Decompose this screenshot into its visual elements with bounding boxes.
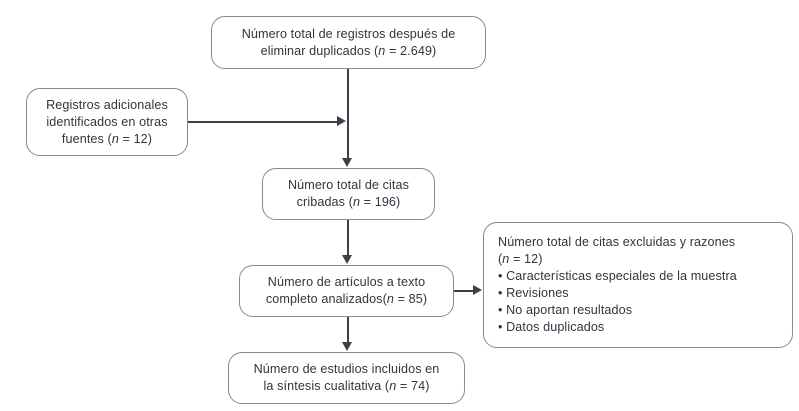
node-records-line2-suffix: = 2.649) xyxy=(385,43,437,58)
node-included-studies: Número de estudios incluidos en la sínte… xyxy=(228,352,465,404)
node-excluded-reason-3: • No aportan resultados xyxy=(498,303,633,317)
node-records-line2-prefix: eliminar duplicados ( xyxy=(260,43,379,58)
node-excluded-count: (n = 12) xyxy=(498,251,543,268)
connector-screened-to-fulltext-arrowhead xyxy=(342,255,353,264)
node-included-n-symbol: n xyxy=(389,379,397,393)
connector-fulltext-to-excluded-arrowhead xyxy=(473,285,482,296)
connector-records-to-screened-arrowhead xyxy=(342,158,353,167)
node-additional-line3-prefix: fuentes ( xyxy=(61,131,112,146)
connector-fulltext-to-included-arrowhead xyxy=(342,342,353,351)
node-records-line1: Número total de registros después de xyxy=(241,26,456,41)
node-excluded-n-symbol: n xyxy=(502,252,510,266)
connector-fulltext-to-included-line xyxy=(347,317,349,343)
node-excluded-count-suffix: = 12) xyxy=(509,252,543,266)
node-additional-line3-suffix: = 12) xyxy=(118,131,153,146)
connector-records-to-screened-line xyxy=(347,69,349,159)
node-excluded-count-prefix: ( xyxy=(498,252,503,266)
node-fulltext-n-symbol: n xyxy=(386,292,394,306)
node-records-after-duplicates: Número total de registros después de eli… xyxy=(211,16,486,69)
node-excluded-reason-4: • Datos duplicados xyxy=(498,320,605,334)
node-additional-line2: identificados en otras xyxy=(46,114,168,129)
connector-additional-to-trunk-line xyxy=(188,121,338,123)
node-fulltext-line1: Número de artículos a texto xyxy=(267,275,426,289)
node-fulltext-line2: completo analizados(n = 85) xyxy=(266,291,427,308)
node-fulltext-line2-prefix: completo analizados( xyxy=(265,292,387,306)
node-additional-records: Registros adicionales identificados en o… xyxy=(26,88,188,156)
node-excluded-reason-2: • Revisiones xyxy=(498,286,569,300)
node-additional-line3: fuentes (n = 12) xyxy=(62,131,152,148)
node-included-line2-prefix: la síntesis cualitativa ( xyxy=(263,379,390,393)
node-excluded-reason-1: • Características especiales de la muest… xyxy=(498,269,737,283)
node-included-line2: la síntesis cualitativa (n = 74) xyxy=(264,378,430,395)
node-screened-n-symbol: n xyxy=(352,195,361,209)
node-screened-line1: Número total de citas xyxy=(287,178,410,192)
node-screened-line2: cribadas (n = 196) xyxy=(297,194,401,211)
node-fulltext-articles: Número de artículos a texto completo ana… xyxy=(239,265,454,317)
node-records-line2: eliminar duplicados (n = 2.649) xyxy=(261,43,437,60)
node-records-n-symbol: n xyxy=(378,43,386,58)
connector-fulltext-to-excluded-line xyxy=(454,290,474,292)
node-excluded-citations: Número total de citas excluidas y razone… xyxy=(483,222,793,348)
connector-screened-to-fulltext-line xyxy=(347,220,349,256)
node-fulltext-line2-suffix: = 85) xyxy=(393,292,428,306)
node-screened-line2-suffix: = 196) xyxy=(360,195,401,209)
node-included-line2-suffix: = 74) xyxy=(396,379,430,393)
node-additional-n-symbol: n xyxy=(111,131,119,146)
node-included-line1: Número de estudios incluidos en xyxy=(253,362,440,376)
node-additional-line1: Registros adicionales xyxy=(46,97,168,112)
node-screened-citations: Número total de citas cribadas (n = 196) xyxy=(262,168,435,220)
node-excluded-title: Número total de citas excluidas y razone… xyxy=(498,235,736,249)
node-screened-line2-prefix: cribadas ( xyxy=(296,195,353,209)
connector-additional-to-trunk-arrowhead xyxy=(337,116,346,127)
